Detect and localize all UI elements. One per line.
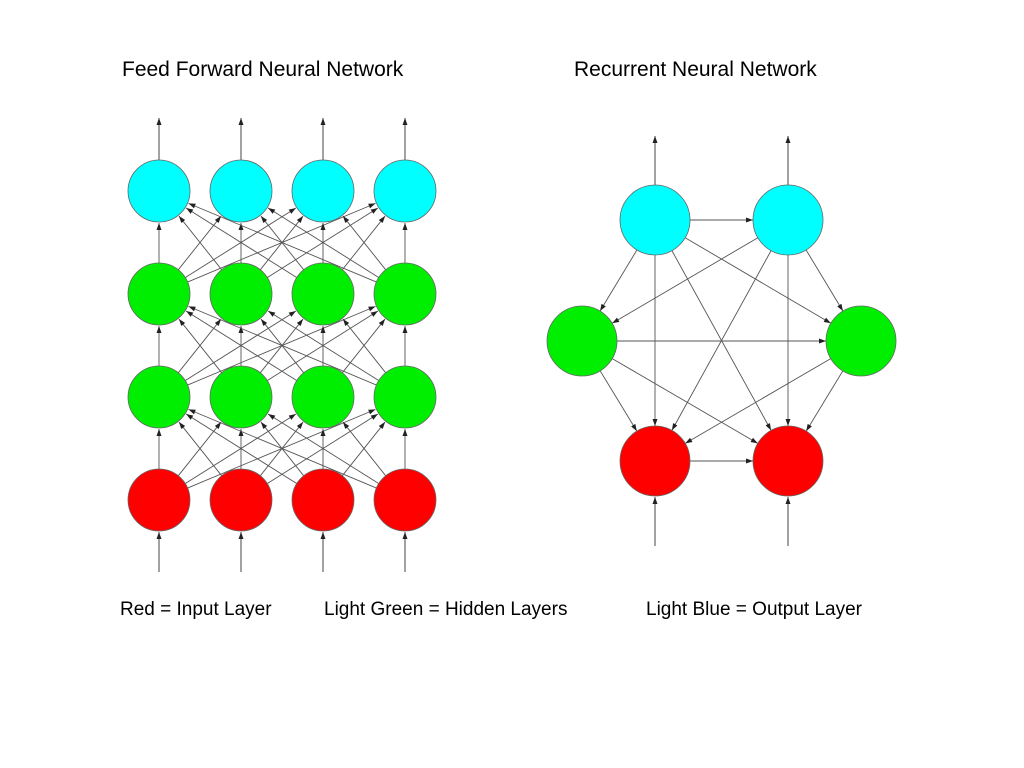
rnn-connection xyxy=(684,236,832,324)
ff-connection xyxy=(178,215,224,272)
ff-connection xyxy=(178,421,224,478)
legend-hidden: Light Green = Hidden Layers xyxy=(324,599,568,620)
legend-output: Light Blue = Output Layer xyxy=(646,599,863,620)
legend-input: Red = Input Layer xyxy=(120,599,272,620)
ff-connection xyxy=(185,305,376,387)
ff-connection xyxy=(340,318,386,375)
ff-connection xyxy=(258,318,304,375)
ff-connection xyxy=(185,413,299,485)
recurrent-title: Recurrent Neural Network xyxy=(574,58,817,81)
ff-hidden-node xyxy=(373,365,437,429)
rnn-connection xyxy=(671,249,772,431)
ff-output-node xyxy=(127,159,191,223)
rnn-connection xyxy=(805,248,844,312)
ff-connection xyxy=(185,202,376,284)
rnn-input-node xyxy=(619,425,691,497)
feed-forward-title: Feed Forward Neural Network xyxy=(122,58,404,81)
ff-connection xyxy=(183,310,297,382)
ff-connection xyxy=(260,318,306,375)
rnn-connection xyxy=(805,369,844,432)
ff-connection xyxy=(176,421,222,478)
ff-connection xyxy=(342,421,388,478)
ff-connection xyxy=(188,305,379,387)
ff-connection xyxy=(265,413,379,485)
rnn-connection xyxy=(685,357,832,444)
ff-output-node xyxy=(291,159,355,223)
ff-connection xyxy=(185,207,299,279)
ff-hidden-node xyxy=(127,262,191,326)
ff-input-node xyxy=(291,468,355,532)
rnn-connection xyxy=(611,236,759,324)
ff-connection xyxy=(260,421,306,478)
ff-input-node xyxy=(127,468,191,532)
rnn-input-node xyxy=(752,425,824,497)
ff-connection xyxy=(267,413,381,485)
rnn-output-node xyxy=(619,184,691,256)
feed-forward-network xyxy=(127,118,437,572)
ff-hidden-node xyxy=(209,262,273,326)
ff-connection xyxy=(183,413,297,485)
ff-hidden-node xyxy=(291,262,355,326)
ff-hidden-node xyxy=(291,365,355,429)
ff-input-node xyxy=(373,468,437,532)
rnn-connection xyxy=(599,369,638,432)
ff-output-node xyxy=(209,159,273,223)
rnn-hidden-node xyxy=(825,305,897,377)
rnn-hidden-node xyxy=(546,305,618,377)
ff-connection xyxy=(260,215,306,272)
ff-connection xyxy=(342,215,388,272)
ff-connection xyxy=(183,207,297,279)
ff-connection xyxy=(265,207,379,279)
ff-connection xyxy=(258,215,304,272)
ff-connection xyxy=(188,202,379,284)
ff-connection xyxy=(188,408,379,490)
ff-connection xyxy=(176,215,222,272)
rnn-connection xyxy=(599,248,638,312)
ff-hidden-node xyxy=(127,365,191,429)
rnn-output-node xyxy=(752,184,824,256)
ff-connection xyxy=(267,310,381,382)
ff-connection xyxy=(340,421,386,478)
ff-hidden-node xyxy=(373,262,437,326)
ff-connection xyxy=(178,318,224,375)
rnn-connection xyxy=(611,357,758,444)
recurrent-network xyxy=(546,136,897,546)
ff-connection xyxy=(185,408,376,490)
ff-connection xyxy=(185,310,299,382)
ff-connection xyxy=(342,318,388,375)
ff-connection xyxy=(340,215,386,272)
ff-input-node xyxy=(209,468,273,532)
ff-hidden-node xyxy=(209,365,273,429)
ff-connection xyxy=(265,310,379,382)
ff-output-node xyxy=(373,159,437,223)
ff-connection xyxy=(267,207,381,279)
ff-connection xyxy=(258,421,304,478)
ff-connection xyxy=(176,318,222,375)
